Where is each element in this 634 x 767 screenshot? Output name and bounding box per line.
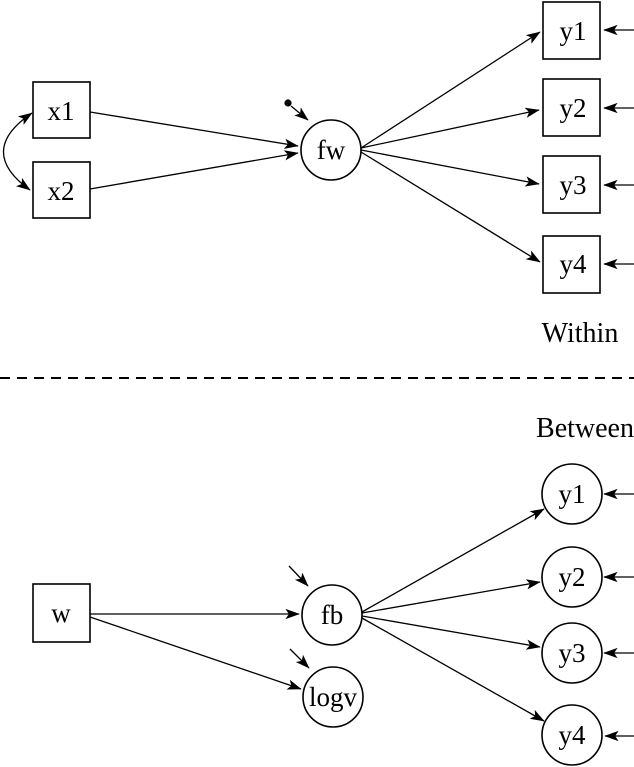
y4-between-label: y4: [559, 720, 587, 750]
covariance-arrow-x1-x2: [2, 112, 33, 191]
logv-circle: [302, 666, 364, 728]
y3-between-label: y3: [559, 638, 586, 668]
y1-circle: [541, 463, 603, 525]
residual-arrow-fb: [288, 565, 309, 587]
arrow-fw-y1: [360, 31, 541, 149]
y3-within-label: y3: [560, 170, 587, 200]
arrow-fw-y2: [360, 107, 540, 149]
node-y1-within: y1: [542, 1, 601, 60]
y4-circle: [541, 704, 603, 766]
node-w: w: [32, 583, 91, 643]
fb-circle: [301, 584, 363, 646]
y2-box: [542, 78, 601, 137]
node-y4-between: y4: [541, 704, 603, 766]
y2-within-label: y2: [560, 93, 587, 123]
residual-arrow-logv: [289, 648, 310, 669]
x1-box: [32, 81, 91, 139]
node-x2: x2: [32, 161, 91, 219]
w-box: [32, 583, 91, 643]
x2-box: [32, 161, 91, 219]
y3-circle: [541, 622, 603, 684]
node-x1: x1: [32, 81, 91, 139]
arrow-x1-fw: [89, 111, 299, 149]
arrow-fw-y3: [360, 149, 540, 187]
y1-between-label: y1: [559, 479, 586, 509]
logv-label: logv: [309, 682, 358, 712]
residual-dot-fw: [284, 99, 292, 107]
x2-label: x2: [48, 176, 75, 206]
within-section-label: Within: [542, 318, 619, 349]
node-y3-within: y3: [542, 155, 601, 214]
node-fb: fb: [301, 584, 363, 646]
arrow-x2-fw: [89, 150, 299, 190]
node-y2-within: y2: [542, 78, 601, 137]
fw-circle: [300, 119, 362, 181]
y2-between-label: y2: [559, 562, 586, 592]
fb-label: fb: [321, 600, 344, 630]
node-y2-between: y2: [541, 546, 603, 608]
y3-box: [542, 155, 601, 214]
arrow-w-logv: [89, 616, 302, 690]
y4-box: [542, 235, 601, 294]
y4-within-label: y4: [560, 249, 588, 279]
node-fw: fw: [300, 119, 362, 181]
node-y1-between: y1: [541, 463, 603, 525]
arrow-fb-y3: [361, 615, 541, 650]
w-label: w: [51, 598, 71, 628]
node-logv: logv: [302, 666, 364, 728]
residual-arrow-fw: [290, 105, 309, 121]
fw-label: fw: [317, 135, 346, 165]
between-section: Between w fb logv: [32, 413, 634, 766]
within-section: x1 x2 fw y1 y2 y3 y4 Within: [2, 1, 634, 349]
arrow-fb-y4: [361, 617, 545, 722]
y1-box: [542, 1, 601, 60]
arrow-fb-y2: [361, 579, 541, 614]
x1-label: x1: [48, 96, 75, 126]
arrow-fw-y4: [360, 151, 541, 263]
between-section-label: Between: [536, 413, 634, 444]
arrow-fb-y1: [361, 508, 545, 613]
node-y3-between: y3: [541, 622, 603, 684]
y1-within-label: y1: [560, 16, 587, 46]
node-y4-within: y4: [542, 235, 601, 294]
y2-circle: [541, 546, 603, 608]
